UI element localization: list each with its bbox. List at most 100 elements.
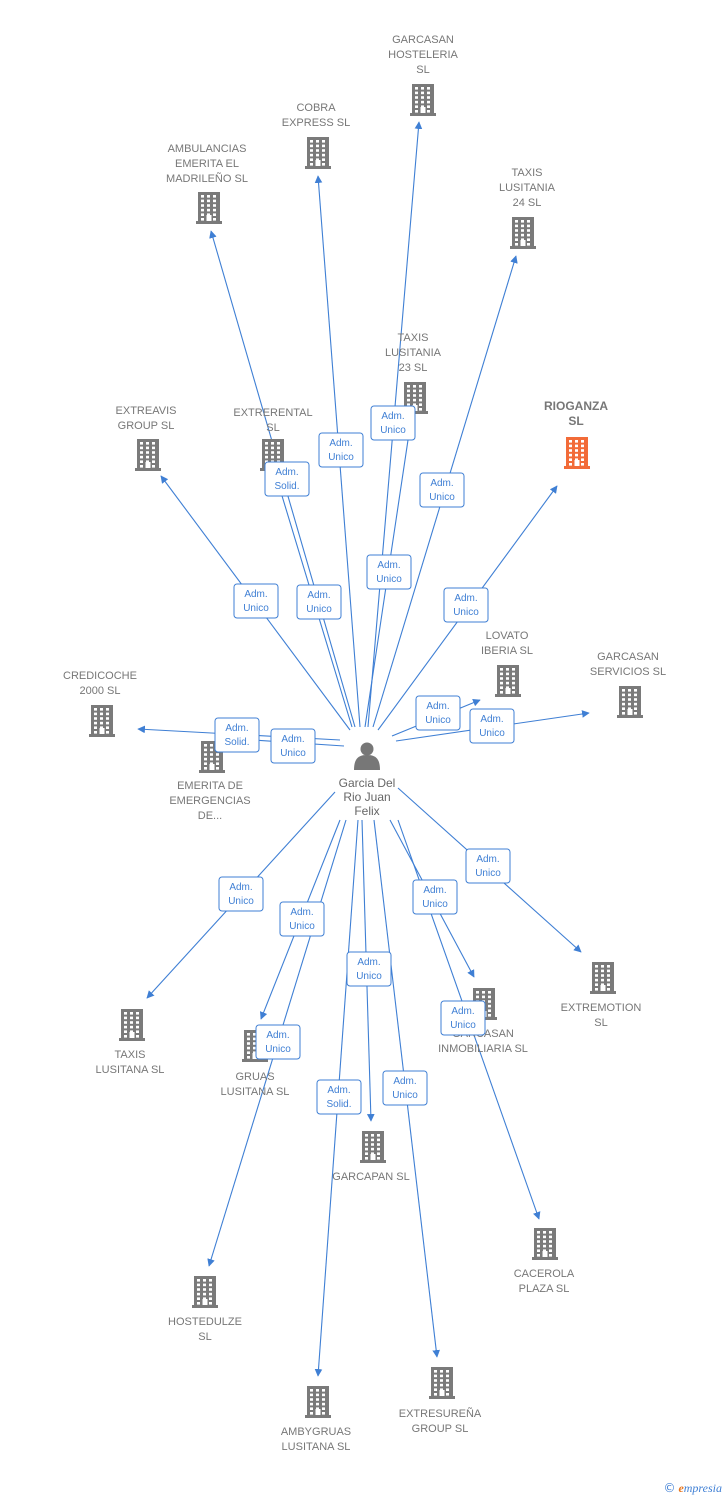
company-label: LUSITANIA (499, 182, 556, 194)
edge-role-text: Adm. (454, 593, 477, 604)
edge-role-label[interactable]: Adm. Unico (233, 583, 279, 619)
company-label: AMBYGRUAS (281, 1426, 351, 1438)
edge-role-text: Unico (243, 603, 269, 614)
edge-role-text: Adm. (327, 1085, 350, 1096)
edge-role-text: Unico (356, 971, 382, 982)
edge-role-label[interactable]: Adm.Unico (366, 554, 412, 590)
edge-role-label[interactable]: Adm.Unico (440, 1000, 486, 1036)
building-icon (590, 962, 616, 994)
company-label: GROUP SL (412, 1423, 469, 1435)
company-label: COBRA (296, 102, 336, 114)
company-label: GRUAS (235, 1071, 274, 1083)
company-label: GARCASAN (392, 34, 454, 46)
edge-role-text: Unico (479, 728, 505, 739)
person-icon (354, 742, 380, 770)
edge-role-text: Adm. (423, 885, 446, 896)
edge-role-text: Unico (306, 604, 332, 615)
company-label: SL (568, 414, 583, 428)
edge-role-label[interactable]: Adm. Unico (443, 587, 489, 623)
edge-role-label[interactable]: Adm.Unico (382, 1070, 428, 1106)
company-label: LOVATO (486, 630, 529, 642)
edge-role-label[interactable]: Adm.Unico (465, 848, 511, 884)
building-icon (89, 705, 115, 737)
company-label: HOSTEDULZE (168, 1316, 242, 1328)
company-label: LUSITANA SL (282, 1441, 351, 1453)
company-label: LUSITANA SL (221, 1086, 290, 1098)
copyright-icon: © (663, 1481, 676, 1495)
edge-role-text: Adm. (381, 411, 404, 422)
building-icon (135, 439, 161, 471)
edge-labels-layer: Adm.UnicoAdm.UnicoAdm.UnicoAdm.UnicoAdm.… (214, 405, 515, 1115)
edge-role-text: Unico (280, 748, 306, 759)
edge-role-text: Unico (429, 492, 455, 503)
company-node-hostedulze[interactable]: HOSTEDULZE SL (168, 1276, 242, 1343)
edge-role-text: Unico (228, 896, 254, 907)
edge-role-label[interactable]: Adm.Unico (469, 708, 515, 744)
edge-role-text: Adm. (430, 478, 453, 489)
company-label: IBERIA SL (481, 645, 533, 657)
company-label: SL (198, 1331, 211, 1343)
building-icon (495, 665, 521, 697)
person-name: Felix (354, 804, 379, 818)
company-label: EXTRERENTAL (233, 407, 312, 419)
company-label: EXTREMOTION (561, 1002, 642, 1014)
edge-role-label[interactable]: Adm.Unico (255, 1024, 301, 1060)
edge-role-text: Adm. (266, 1030, 289, 1041)
edge-role-label[interactable]: Adm.Solid. (264, 461, 310, 497)
edge-role-text: Unico (328, 452, 354, 463)
edge-role-label[interactable]: Adm. Unico (419, 472, 465, 508)
building-icon (410, 84, 436, 116)
building-icon (196, 192, 222, 224)
edge-role-label[interactable]: Adm.Unico (218, 876, 264, 912)
company-label: EXTREAVIS (116, 405, 177, 417)
edge-role-text: Adm. (307, 590, 330, 601)
company-node-ambygruas-lusitana[interactable]: AMBYGRUAS LUSITANA SL (281, 1386, 351, 1453)
edge-role-text: Unico (450, 1020, 476, 1031)
company-label: EMERITA EL (175, 158, 239, 170)
company-label: RIOGANZA (544, 399, 608, 413)
company-label: EXPRESS SL (282, 117, 350, 129)
edge-role-label[interactable]: Adm. Unico (296, 584, 342, 620)
edge-role-label[interactable]: Adm.Unico (370, 405, 416, 441)
edge-role-text: Unico (376, 574, 402, 585)
company-node-cobra-express[interactable]: COBRA EXPRESS SL (282, 102, 350, 169)
building-icon (510, 217, 536, 249)
company-node-emerita-emergencias[interactable]: EMERITA DEEMERGENCIASDE... (169, 741, 251, 822)
edge-role-label[interactable]: Adm. Solid. (214, 717, 260, 753)
company-label: LUSITANIA (385, 347, 442, 359)
edge-role-text: Solid. (274, 481, 299, 492)
edge-role-text: Unico (425, 715, 451, 726)
company-label: TAXIS (512, 167, 543, 179)
person-name: Garcia Del (339, 776, 396, 790)
edge-role-label[interactable]: Adm.Unico (279, 901, 325, 937)
edge-role-label[interactable]: Adm.Unico (270, 728, 316, 764)
edge-role-text: Solid. (224, 737, 249, 748)
building-icon (564, 437, 590, 469)
edge-role-label[interactable]: Adm.Solid. (316, 1079, 362, 1115)
edge-role-label[interactable]: Adm.Unico (346, 951, 392, 987)
building-icon (119, 1009, 145, 1041)
company-node-lovato-iberia[interactable]: LOVATO IBERIA SL (481, 630, 533, 697)
company-node-garcapan[interactable]: GARCAPAN SL (332, 1131, 410, 1183)
edge-role-text: Adm. (225, 723, 248, 734)
edge-role-text: Unico (453, 607, 479, 618)
edge-role-label[interactable]: Adm.Unico (412, 879, 458, 915)
edge-role-label[interactable]: Adm.Unico (415, 695, 461, 731)
edge-role-label[interactable]: Adm.Unico (318, 432, 364, 468)
edge-role-text: Adm. (244, 589, 267, 600)
